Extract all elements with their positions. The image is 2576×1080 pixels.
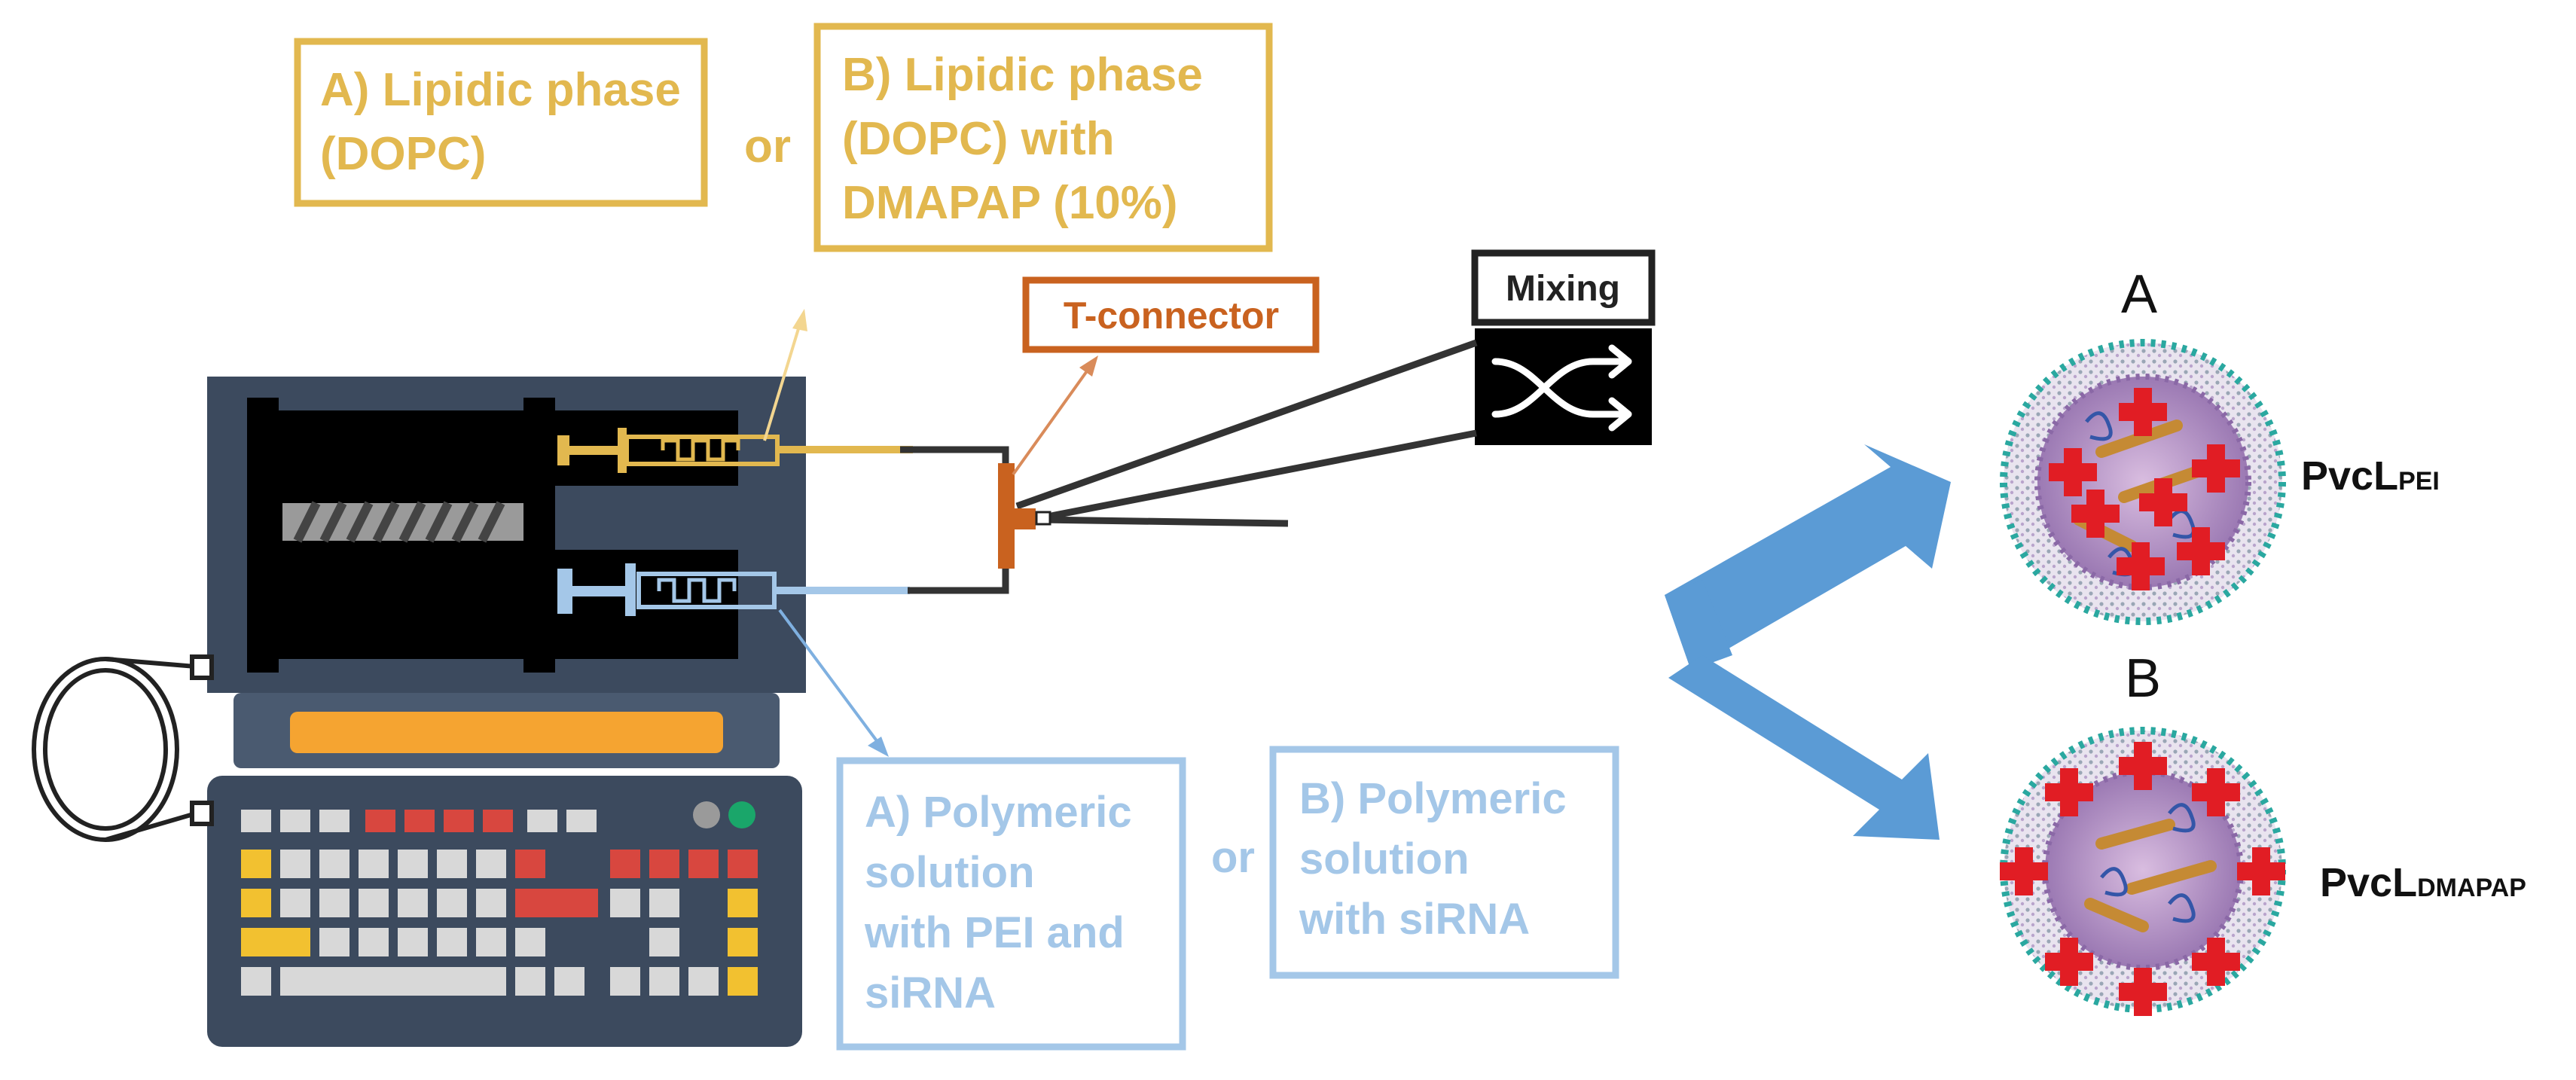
lipid-or-label: or [744, 121, 791, 172]
syringe-pump [32, 377, 806, 1047]
t-connector [998, 463, 1051, 569]
lead-screw [282, 501, 523, 543]
mixing-label: Mixing [1506, 269, 1620, 309]
result-arrow-up [1665, 444, 1951, 670]
polymer-option-b-line2: solution [1299, 834, 1470, 883]
t-connector-label: T-connector [1064, 294, 1279, 337]
polymer-pointer-arrow [778, 609, 889, 757]
result-a-label-main: PvcL [2301, 453, 2398, 499]
sirna-strands-b [2084, 819, 2217, 932]
positive-charge-icon [2049, 388, 2240, 590]
particle-a [2000, 339, 2286, 625]
mixing-box: Mixing [1471, 249, 1656, 445]
result-a-letter: A [2121, 264, 2157, 325]
polymer-option-a-line1: A) Polymeric [865, 788, 1132, 837]
lipid-option-b-line1: B) Lipidic phase [842, 49, 1203, 101]
polymer-option-b-line3: with siRNA [1299, 895, 1530, 944]
lipid-syringe [557, 428, 913, 473]
result-a-label-sub: PEI [2398, 467, 2440, 496]
tubing [900, 446, 1289, 594]
result-b-label-sub: DMAPAP [2417, 874, 2526, 902]
polymer-option-a-line2: solution [865, 848, 1035, 897]
lipid-option-a-line2: (DOPC) [320, 128, 486, 180]
polymer-syringe [557, 563, 910, 616]
polymer-option-b-box: B) Polymeric solution with siRNA [1269, 746, 1619, 979]
lipid-option-a-line1: A) Lipidic phase [320, 64, 681, 116]
particle-b [2000, 727, 2286, 1016]
lipid-option-b-line3: DMAPAP (10%) [842, 177, 1178, 229]
sirna-coils-b [2100, 803, 2196, 923]
result-b-letter: B [2125, 648, 2161, 709]
polymer-option-a-box: A) Polymeric solution with PEI and siRNA [836, 757, 1186, 1051]
lipid-option-b-line2: (DOPC) with [842, 113, 1115, 165]
polymer-option-a-line3: with PEI and [864, 908, 1125, 957]
t-connector-label-box: T-connector [1022, 276, 1320, 353]
positive-charge-icon-b [2000, 742, 2285, 1016]
lipid-option-a-box: A) Lipidic phase (DOPC) [294, 38, 708, 207]
connector-pointer-arrow [1012, 355, 1098, 476]
tubing-to-mixing [1015, 339, 1478, 523]
result-b-label-main: PvcL [2320, 860, 2417, 905]
polymer-option-b-line1: B) Polymeric [1299, 774, 1567, 823]
shuffle-icon [1491, 344, 1632, 432]
keypad [241, 801, 758, 996]
polymer-or-label: or [1211, 833, 1255, 882]
coiled-cable [32, 654, 214, 842]
result-b-label: PvcLDMAPAP [2320, 860, 2526, 905]
lipid-option-b-box: B) Lipidic phase (DOPC) with DMAPAP (10%… [813, 23, 1273, 252]
result-a-label: PvcLPEI [2301, 453, 2440, 499]
polymer-option-a-line4: siRNA [865, 969, 996, 1017]
result-arrow-down [1668, 655, 1940, 840]
lipid-pointer-arrow [763, 309, 807, 441]
